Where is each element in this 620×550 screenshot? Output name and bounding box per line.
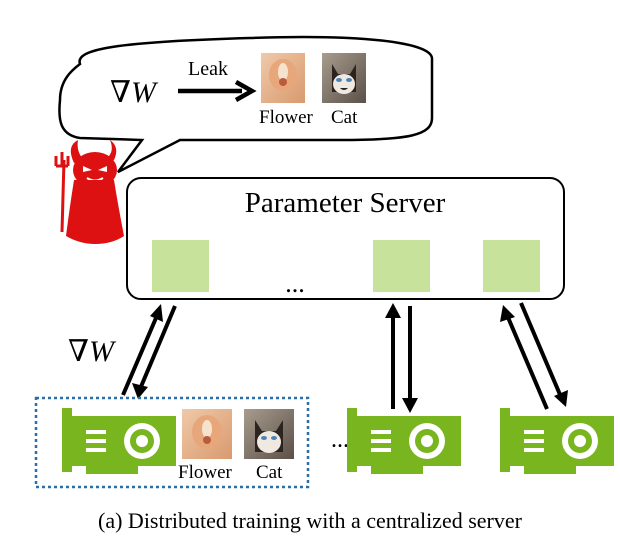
worker-cat-image: [244, 409, 294, 459]
bubble-cat-label: Cat: [331, 107, 358, 128]
parameter-server-title: Parameter Server: [245, 187, 446, 219]
figure-caption: (a) Distributed training with a centrali…: [98, 508, 523, 533]
server-block-3: [483, 240, 540, 292]
bubble-leak-label: Leak: [188, 58, 228, 80]
worker-ellipsis: ...: [331, 427, 349, 453]
gpu-icon: [347, 408, 461, 474]
gpu-icon: [62, 408, 176, 474]
devil-icon: [54, 140, 124, 244]
bubble-gradient-symbol: ∇W: [110, 76, 159, 109]
leak-arrow: [178, 80, 257, 102]
gpu-icon: [500, 408, 614, 474]
cat-image: [322, 53, 366, 103]
arrows-worker-1: [121, 304, 177, 399]
worker-flower-label: Flower: [178, 462, 233, 483]
flower-image: [261, 53, 305, 103]
server-ellipsis: ...: [285, 269, 305, 298]
bubble-flower-label: Flower: [259, 107, 314, 128]
worker-gradient-symbol: ∇W: [68, 335, 117, 368]
arrows-worker-3: [500, 302, 568, 410]
worker-flower-image: [182, 409, 232, 459]
server-block-2: [373, 240, 430, 292]
parameter-server: [126, 177, 565, 300]
worker-cat-label: Cat: [256, 462, 283, 483]
arrows-worker-2: [385, 303, 418, 413]
server-block-1: [152, 240, 209, 292]
